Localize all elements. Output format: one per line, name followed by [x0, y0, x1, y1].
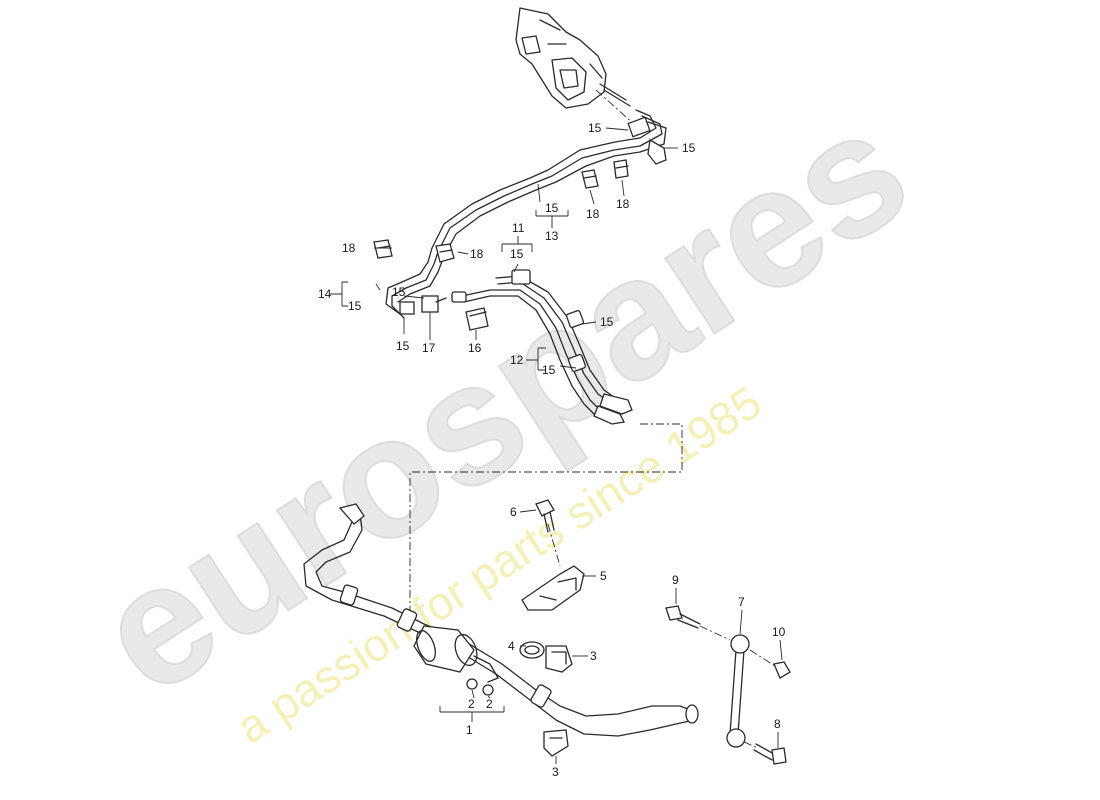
callout-17: 17 — [422, 341, 436, 355]
callout-18-left: 18 — [342, 241, 356, 255]
bleed-screws-2 — [466, 678, 494, 696]
callout-15-line14: 15 — [348, 299, 362, 313]
callout-14: 14 — [318, 287, 332, 301]
bracket-5 — [521, 565, 585, 611]
callout-11: 11 — [512, 221, 525, 235]
rubber-bushing-3-upper — [545, 645, 573, 673]
callout-12: 12 — [510, 353, 524, 367]
bolt-8-line — [743, 741, 759, 749]
steering-gear-assembly — [515, 7, 631, 109]
callout-15-right: 15 — [682, 141, 696, 155]
callout-4: 4 — [508, 639, 515, 653]
line-clip-18-right-1 — [581, 169, 599, 189]
callout-15-bottom: 15 — [396, 339, 410, 353]
callout-18-right-1: 18 — [586, 207, 600, 221]
callout-3-upper: 3 — [590, 649, 597, 663]
steering-hose-assembly — [451, 269, 633, 425]
bolt-6 — [535, 499, 555, 533]
sleeve-16 — [465, 307, 489, 331]
callout-1: 1 — [466, 723, 473, 737]
callout-9: 9 — [672, 573, 679, 587]
callout-3-lower: 3 — [552, 765, 559, 779]
stabilizer-bar — [303, 503, 699, 737]
nut-10-line — [749, 649, 779, 669]
steering-line-assembly — [385, 109, 667, 319]
bracket-bolt-line — [547, 523, 561, 567]
callout-10: 10 — [772, 625, 786, 639]
callout-15-hose11: 15 — [510, 247, 524, 261]
nut-10 — [773, 661, 791, 679]
callout-18-mid: 18 — [470, 247, 484, 261]
callout-18-right-2: 18 — [616, 197, 630, 211]
callout-2-left: 2 — [468, 697, 475, 711]
callout-7: 7 — [738, 595, 745, 609]
callout-6: 6 — [510, 505, 517, 519]
callout-2-right: 2 — [486, 697, 493, 711]
connection-line-lower — [409, 423, 683, 612]
coupling-rod-7 — [726, 634, 750, 748]
line-clip-18-mid — [435, 243, 455, 263]
callout-labels: 1 2 2 3 3 4 5 6 7 8 9 10 11 12 13 14 15 … — [318, 121, 786, 779]
callout-15-top: 15 — [588, 121, 602, 135]
watermark-logo: eurospares — [67, 72, 939, 731]
connection-line-top — [595, 89, 637, 127]
callout-15-mid: 15 — [392, 285, 406, 299]
callout-13: 13 — [545, 229, 559, 243]
bolt-9-line — [699, 625, 731, 641]
callout-15-hose: 15 — [600, 315, 614, 329]
bolt-9 — [665, 605, 701, 629]
callout-15-hose12: 15 — [542, 363, 556, 377]
callout-16: 16 — [468, 341, 482, 355]
clamp-4 — [519, 641, 545, 659]
rubber-bushing-3-lower — [543, 729, 569, 757]
watermark: eurospares a passion for parts since 198… — [66, 71, 940, 753]
line-clip-18-left — [373, 239, 393, 259]
bolt-8 — [753, 743, 787, 765]
callout-5: 5 — [600, 569, 607, 583]
callout-15-line13: 15 — [545, 201, 559, 215]
line-clip-18-right-2 — [613, 159, 629, 179]
callout-8: 8 — [774, 717, 781, 731]
leader-lines — [330, 127, 783, 764]
